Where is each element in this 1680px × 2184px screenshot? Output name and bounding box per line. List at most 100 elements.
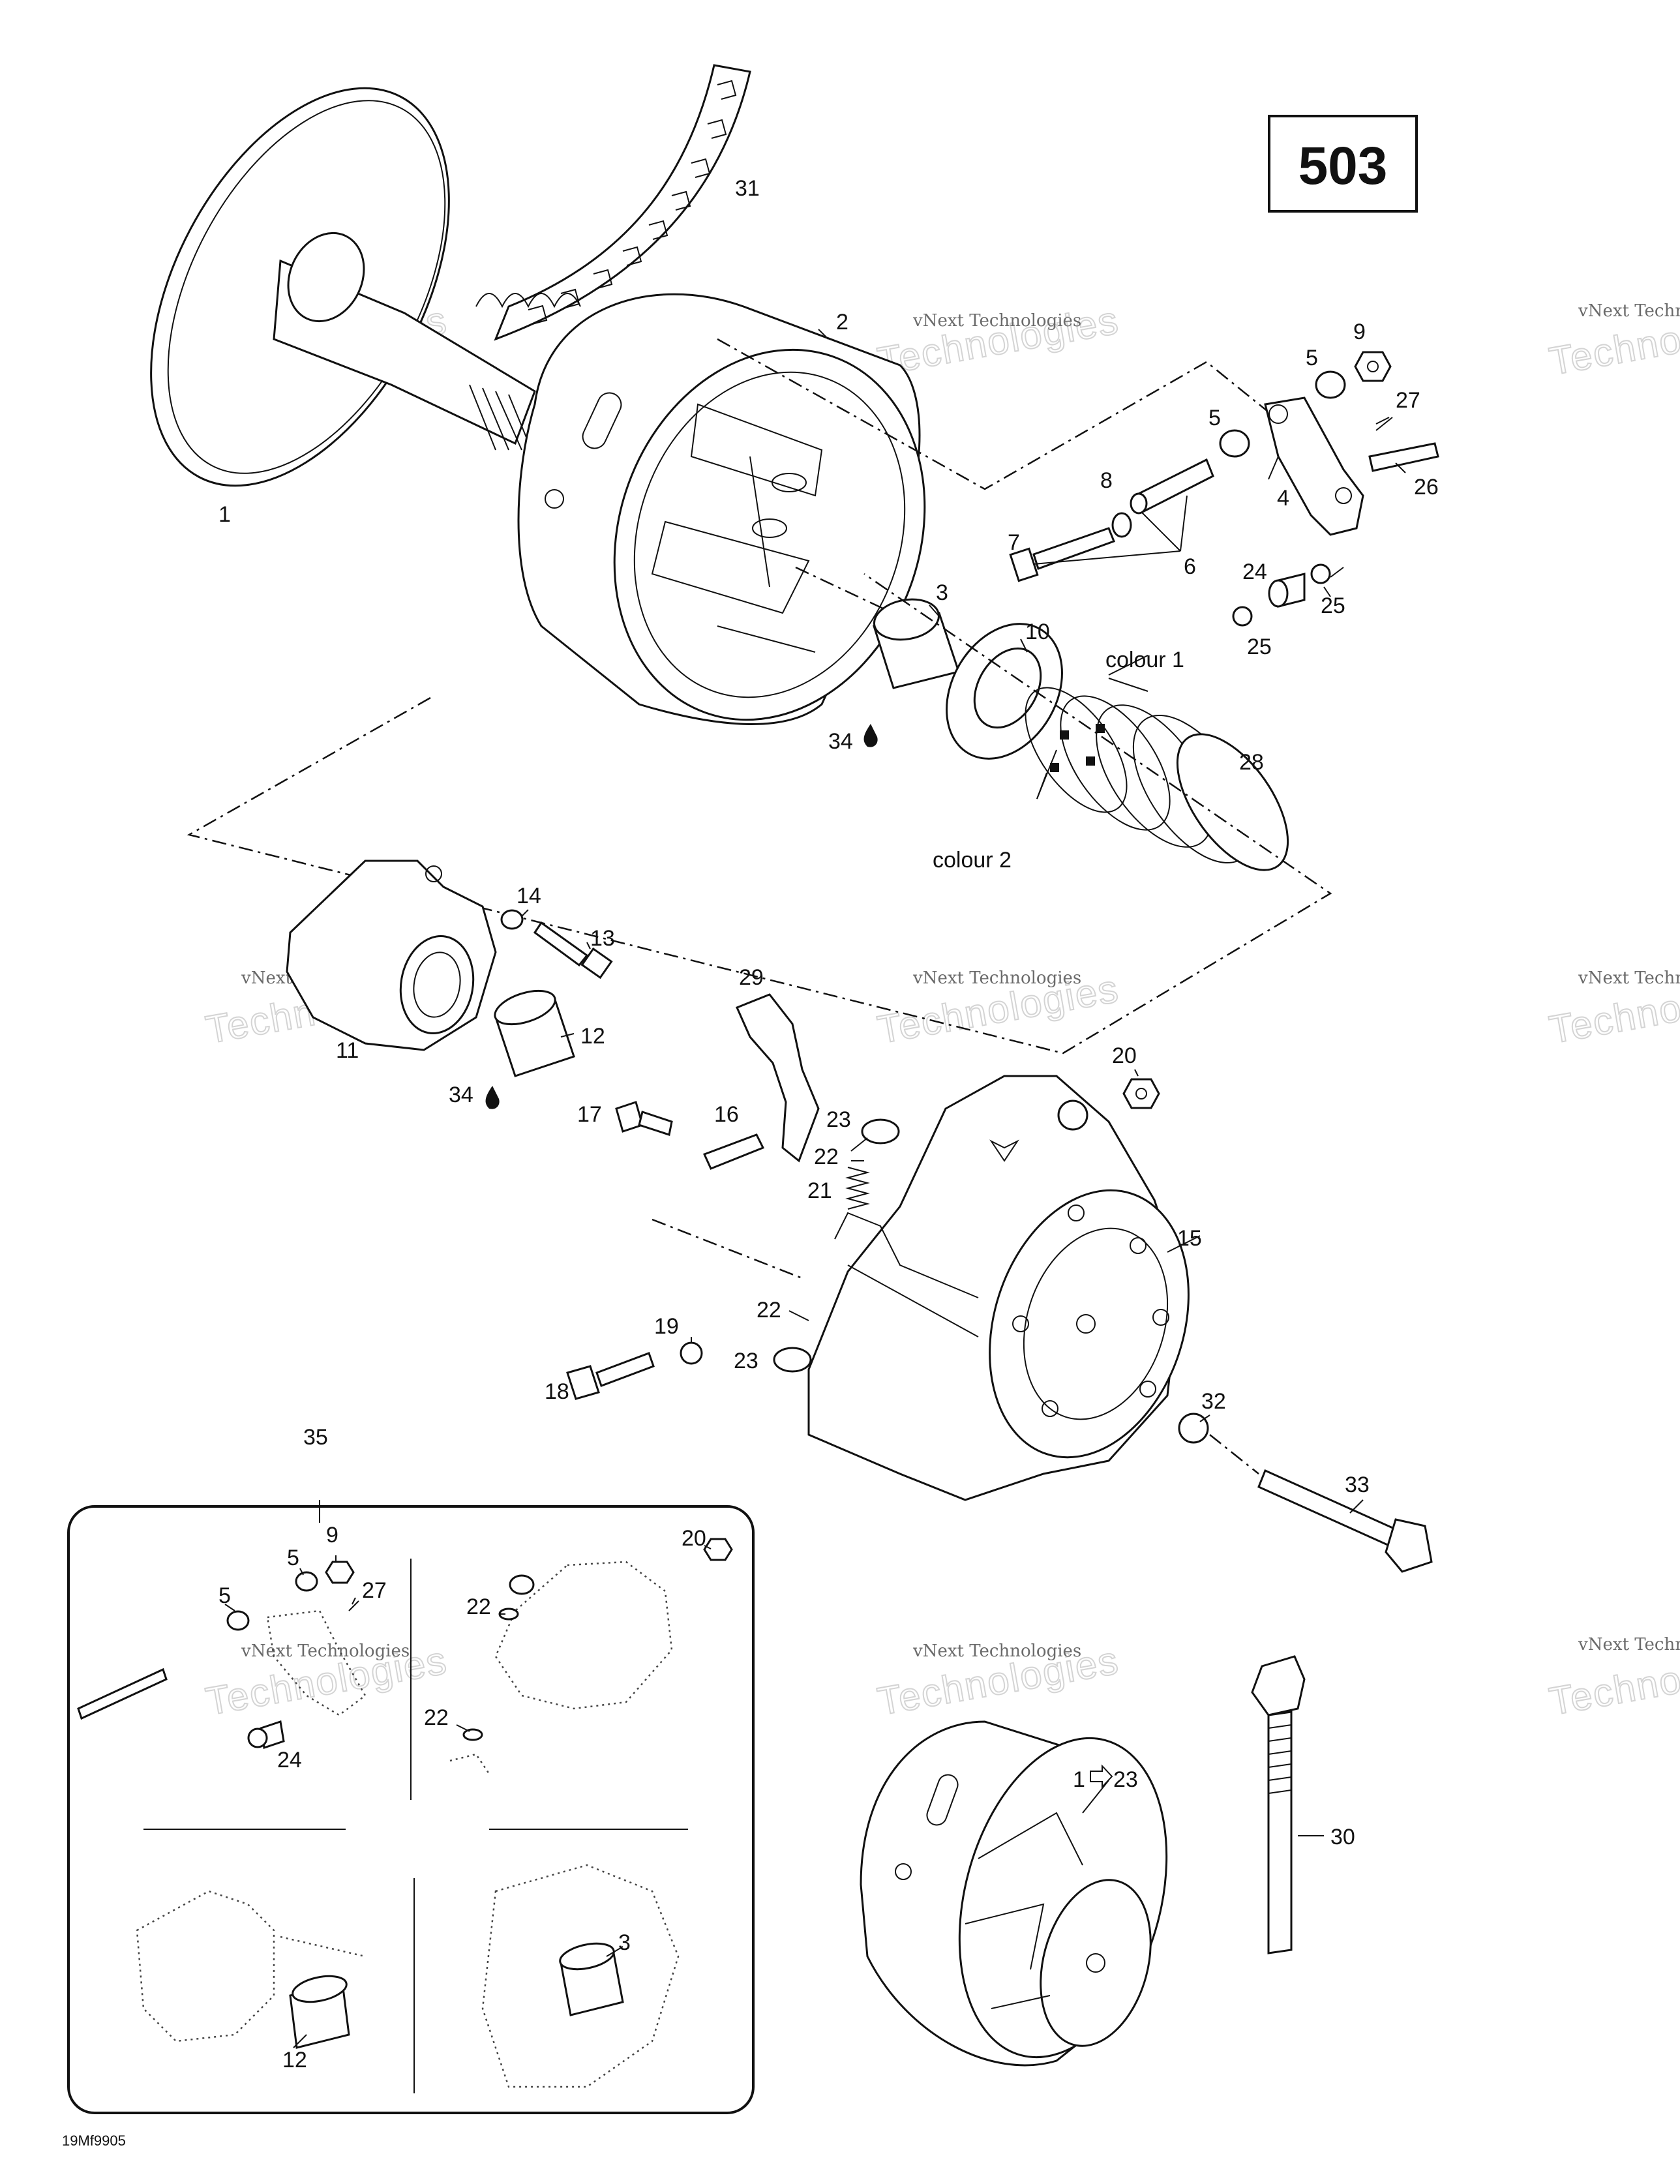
callout-5: 5 [1208,406,1221,430]
callout-5: 5 [1306,346,1318,370]
callout-34: 34 [449,1083,473,1107]
callout-22: 22 [757,1298,781,1323]
part-24-roller [1268,573,1306,608]
part-2-movable-sheave [517,293,926,725]
range-label-start: 1 [1073,1767,1085,1792]
callout-35: 35 [303,1425,328,1450]
part-32-washer [1178,1413,1209,1444]
callout-4: 4 [1277,486,1289,511]
watermark-text: vNext Technologies [241,1641,410,1661]
assembly-line [1209,1434,1259,1474]
part-30-long-bolt [1251,1655,1306,1954]
part-26-pin [1368,442,1439,472]
inset-callout-22: 22 [466,1594,491,1619]
part-20-nut [1122,1078,1160,1109]
inset-callout-5: 5 [218,1583,231,1608]
part-19-washer [680,1341,703,1365]
callout-12: 12 [580,1024,605,1049]
range-arrow-icon [1090,1764,1113,1789]
inset-box [67,1505,755,2114]
part-17-bolt [615,1101,673,1136]
assembled-drive-pulley [860,1720,1168,2067]
part-3-bushing [873,598,960,689]
oil-drop-icon [485,724,878,1109]
drawing-code: 19Mf9905 [62,2132,126,2149]
part-4-lever-arm [1264,396,1364,536]
part-14-washer [500,909,524,930]
callout-34: 34 [828,729,853,754]
callout-8: 8 [1100,468,1113,493]
part-9-nut [1354,351,1392,382]
inset-callout-20: 20 [682,1526,706,1551]
part-6-pin [1130,458,1214,515]
callout-26: 26 [1414,475,1439,500]
callout-25: 25 [1321,593,1345,618]
part-33-bolt [1257,1469,1433,1573]
callout-2: 2 [836,310,848,335]
callout-11: 11 [336,1038,359,1063]
watermark-text: vNext Technologies [912,1641,1081,1661]
callout-28: 28 [1239,750,1264,775]
callout-17: 17 [577,1102,602,1127]
callout-31: 31 [735,176,760,201]
part-13-screw [533,921,613,980]
inset-callouts: 5 5 9 27 24 20 22 22 12 3 [218,1523,706,2072]
part-10-washer [946,623,1063,760]
callout-18: 18 [545,1379,569,1404]
watermark-text: vNext Technologies [912,311,1081,331]
part-11-spider [286,860,497,1051]
part-16-pin [702,1133,765,1170]
part-29-slider-shoe [735,993,820,1163]
part-8-washer [1111,512,1132,538]
callout-6: 6 [1184,554,1196,579]
callout-25: 25 [1247,635,1272,659]
inset-callout-27: 27 [362,1578,387,1603]
callout-29: 29 [739,965,764,990]
callout-3: 3 [936,580,948,605]
figure-number-box: 503 [1268,115,1418,213]
callout-19: 19 [654,1314,679,1339]
label-colour-2: colour 2 [933,848,1012,873]
callout-1: 1 [218,502,231,527]
watermark-text: vNext Technologies [1578,1635,1680,1654]
callout-27: 27 [1396,388,1420,413]
figure-number: 503 [1298,136,1388,196]
part-12-bushing [494,989,575,1077]
callout-13: 13 [590,926,615,951]
range-label-end: 23 [1113,1767,1138,1792]
callout-20: 20 [1112,1043,1137,1068]
callout-22: 22 [814,1144,839,1169]
label-colour-1: colour 1 [1105,648,1184,672]
watermark-text: vNext Technologies [1578,968,1680,988]
callout-32: 32 [1201,1389,1226,1414]
part-5-bushing [1219,370,1346,458]
part-7-bolt [1009,527,1115,582]
callout-23: 23 [826,1107,851,1132]
inset-callout-9: 9 [326,1523,338,1548]
part-27-cotter-pin [1375,417,1393,431]
inset-callout-22: 22 [424,1705,449,1730]
callout-30: 30 [1330,1825,1355,1849]
callout-21: 21 [807,1178,832,1203]
callout-9: 9 [1353,320,1366,344]
callout-14: 14 [517,884,541,908]
callout-labels: 1 2 3 4 5 5 6 7 8 9 10 11 12 13 14 15 16… [218,176,1439,1849]
inset-callout-24: 24 [277,1748,302,1773]
part-23-cap [773,1118,900,1373]
part-25-washer [1232,563,1331,627]
assembly-line [187,573,1332,1055]
inset-callout-5: 5 [287,1546,299,1570]
watermark-text: vNext Technologies [912,968,1081,988]
assembly-line [717,338,1292,490]
callout-16: 16 [714,1102,739,1127]
part-31-drive-belt [475,64,751,341]
callout-23: 23 [734,1349,758,1373]
part-18-bolt [566,1352,655,1400]
inset-callout-3: 3 [618,1930,631,1955]
callout-33: 33 [1345,1473,1370,1497]
callout-10: 10 [1025,620,1050,644]
part-21-spring [845,1167,870,1210]
callout-15: 15 [1177,1226,1202,1251]
